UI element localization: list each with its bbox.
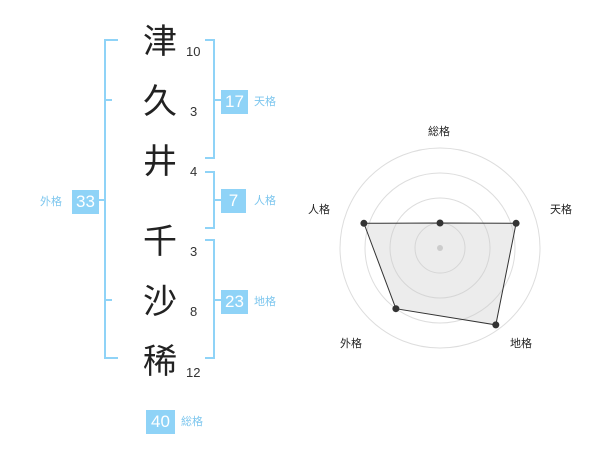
stroke-count-1: 10 [186, 44, 201, 59]
radar-ring-3 [364, 172, 516, 324]
radar-center-dot [437, 245, 443, 251]
radar-point-2 [512, 219, 520, 227]
radar-axis-label-soukaku: 総格 [428, 125, 450, 138]
tenkaku-bracket [205, 39, 221, 159]
radar-axis-label-gaikaku: 外格 [340, 337, 362, 350]
radar-ring-2 [389, 197, 491, 299]
name-char-1: 津 [143, 22, 177, 62]
soukaku-value-badge: 40 [146, 410, 175, 434]
chikaku-value-badge: 23 [221, 290, 248, 314]
name-char-2: 久 [143, 82, 177, 122]
chikaku-label: 地格 [254, 295, 276, 308]
jinkaku-bracket [205, 171, 221, 229]
name-char-3: 井 [143, 142, 177, 182]
radar-point-5 [360, 219, 368, 227]
jinkaku-label: 人格 [254, 194, 276, 207]
tenkaku-label: 天格 [254, 95, 276, 108]
chikaku-bracket [205, 239, 221, 359]
name-char-6: 稀 [143, 342, 177, 382]
stroke-count-4: 3 [190, 244, 198, 259]
radar-axis-label-jinkaku: 人格 [308, 203, 330, 216]
jinkaku-value-badge: 7 [221, 189, 246, 213]
stroke-count-6: 12 [186, 365, 201, 380]
gaikaku-label: 外格 [40, 195, 62, 208]
name-char-5: 沙 [143, 282, 177, 322]
gaikaku-value-badge: 33 [72, 190, 99, 214]
stroke-count-3: 4 [190, 164, 198, 179]
soukaku-label: 総格 [181, 415, 203, 428]
radar-ring-4 [339, 147, 541, 349]
radar-point-1 [436, 219, 444, 227]
radar-axis-label-tenkaku: 天格 [550, 203, 572, 216]
stroke-count-2: 3 [190, 104, 198, 119]
tenkaku-value-badge: 17 [221, 90, 248, 114]
radar-point-3 [492, 321, 500, 329]
radar-point-4 [392, 305, 400, 313]
name-char-4: 千 [143, 222, 177, 262]
radar-series-polygon [363, 222, 517, 326]
radar-axis-label-chikaku: 地格 [510, 337, 532, 350]
stroke-count-5: 8 [190, 304, 198, 319]
